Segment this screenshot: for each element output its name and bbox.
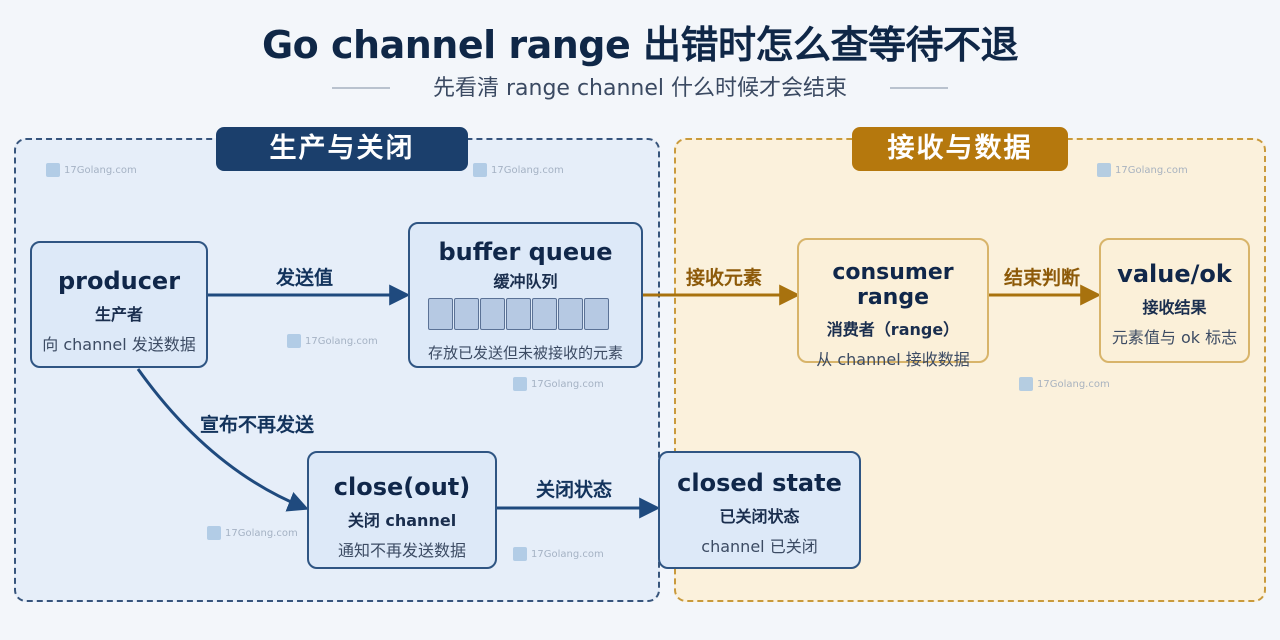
edge-declare — [136, 368, 309, 512]
node-subtitle: 消费者（range） — [826, 320, 960, 339]
watermark: 17Golang.com — [473, 163, 564, 177]
edge-label-closed-state: 关闭状态 — [536, 479, 613, 501]
node-title: close(out) — [333, 473, 471, 501]
consumer-range-node: consumer range 消费者（range） 从 channel 接收数据 — [797, 238, 989, 369]
page-title: Go channel range 出错时怎么查等待不退 — [261, 23, 1019, 67]
buffer-slot — [454, 298, 479, 330]
watermark-logo-icon — [207, 526, 221, 540]
watermark: 17Golang.com — [46, 163, 137, 177]
watermark: 17Golang.com — [513, 377, 604, 391]
node-title: value/ok — [1117, 260, 1232, 288]
buffer-slot — [480, 298, 505, 330]
watermark: 17Golang.com — [1019, 377, 1110, 391]
watermark-logo-icon — [1097, 163, 1111, 177]
closed-state-node: closed state 已关闭状态 channel 已关闭 — [658, 451, 861, 569]
node-subtitle: 已关闭状态 — [719, 507, 800, 526]
value-ok-node: value/ok 接收结果 元素值与 ok 标志 — [1099, 238, 1250, 363]
watermark: 17Golang.com — [1097, 163, 1188, 177]
producer-node: producer 生产者 向 channel 发送数据 — [30, 241, 208, 368]
watermark-logo-icon — [287, 334, 301, 348]
producer-close-header: 生产与关闭 — [216, 127, 468, 171]
node-description: 元素值与 ok 标志 — [1111, 328, 1238, 347]
node-subtitle: 关闭 channel — [347, 511, 457, 530]
node-description: 存放已发送但未被接收的元素 — [427, 344, 623, 362]
subtitle-rule-right — [890, 87, 948, 89]
watermark-logo-icon — [513, 377, 527, 391]
node-subtitle: 缓冲队列 — [493, 272, 558, 291]
buffer-queue-node: buffer queue 缓冲队列 存放已发送但未被接收的元素 — [408, 222, 643, 368]
watermark-logo-icon — [513, 547, 527, 561]
buffer-slot — [558, 298, 583, 330]
node-description: 从 channel 接收数据 — [816, 350, 970, 369]
watermark-logo-icon — [46, 163, 60, 177]
buffer-slot — [532, 298, 557, 330]
watermark-logo-icon — [1019, 377, 1033, 391]
buffer-slot — [506, 298, 531, 330]
edge-label-send: 发送值 — [276, 267, 334, 289]
page-subtitle: 先看清 range channel 什么时候才会结束 — [432, 76, 847, 101]
buffer-slots — [428, 298, 610, 330]
receive-data-header: 接收与数据 — [852, 127, 1068, 171]
node-subtitle: 接收结果 — [1142, 298, 1207, 317]
node-title: closed state — [677, 469, 842, 497]
node-description: channel 已关闭 — [701, 537, 818, 556]
buffer-slot — [428, 298, 453, 330]
buffer-slot — [584, 298, 609, 330]
node-title: buffer queue — [438, 238, 613, 266]
watermark: 17Golang.com — [513, 547, 604, 561]
node-description: 向 channel 发送数据 — [42, 335, 196, 354]
subtitle-rule-left — [332, 87, 390, 89]
edge-label-declare: 宣布不再发送 — [200, 414, 315, 436]
watermark-logo-icon — [473, 163, 487, 177]
node-description: 通知不再发送数据 — [337, 541, 466, 560]
node-title: producer — [57, 267, 181, 295]
watermark: 17Golang.com — [207, 526, 298, 540]
watermark: 17Golang.com — [287, 334, 378, 348]
edge-label-judge: 结束判断 — [1004, 267, 1081, 289]
close-node: close(out) 关闭 channel 通知不再发送数据 — [307, 451, 497, 569]
node-subtitle: 生产者 — [94, 305, 143, 324]
node-title: consumer range — [832, 260, 954, 310]
edge-label-receive: 接收元素 — [686, 267, 763, 289]
